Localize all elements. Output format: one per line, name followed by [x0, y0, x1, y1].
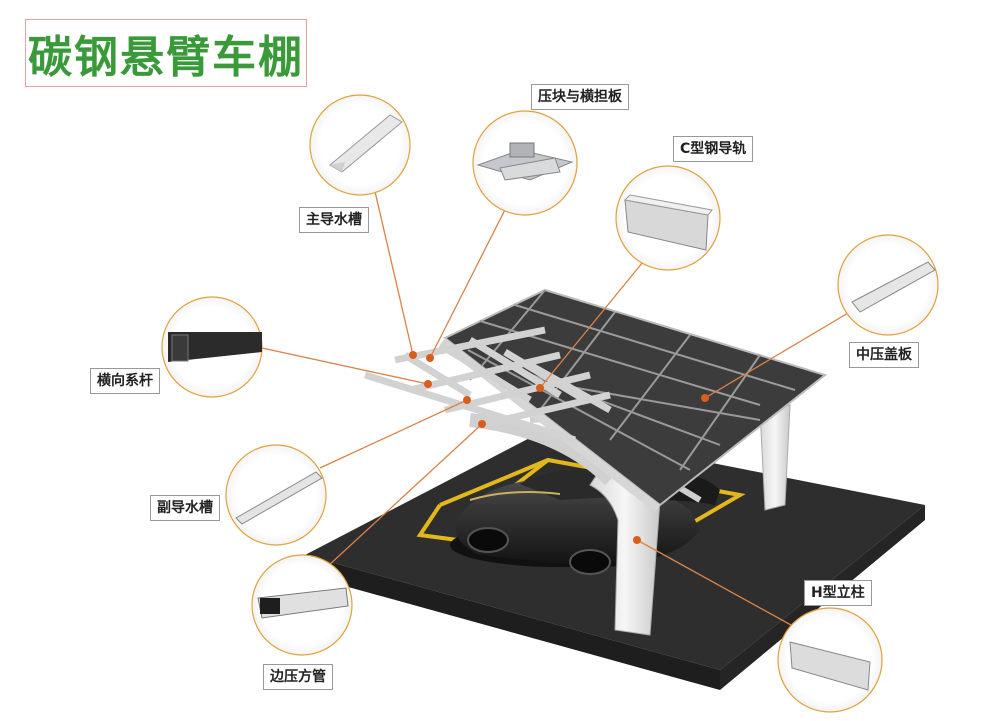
- leader-dots: [409, 351, 709, 544]
- label-sub-gutter: 副导水槽: [150, 495, 220, 521]
- label-cross-rod: 横向系杆: [90, 368, 160, 394]
- label-mid-cover: 中压盖板: [849, 342, 919, 368]
- sub-gutter-detail: [225, 444, 327, 546]
- exposed-frame: [363, 326, 612, 444]
- leader-lines: [261, 169, 871, 631]
- edge-tube-detail: [251, 554, 353, 656]
- title-box: 碳钢悬臂车棚: [25, 19, 307, 87]
- cross-rod-detail: [161, 296, 263, 398]
- mid-cover-detail: [837, 234, 939, 336]
- label-h-column: H型立柱: [804, 580, 872, 606]
- main-gutter-detail: [309, 94, 411, 196]
- label-c-rail: C型钢导轨: [673, 136, 754, 162]
- label-main-gutter: 主导水槽: [299, 207, 369, 233]
- press-block-detail: [472, 110, 578, 216]
- page-title: 碳钢悬臂车棚: [28, 32, 304, 83]
- label-edge-tube: 边压方管: [263, 664, 333, 690]
- h-column-detail: [777, 607, 883, 713]
- c-rail-detail: [615, 165, 721, 271]
- label-press-block: 压块与横担板: [531, 84, 629, 110]
